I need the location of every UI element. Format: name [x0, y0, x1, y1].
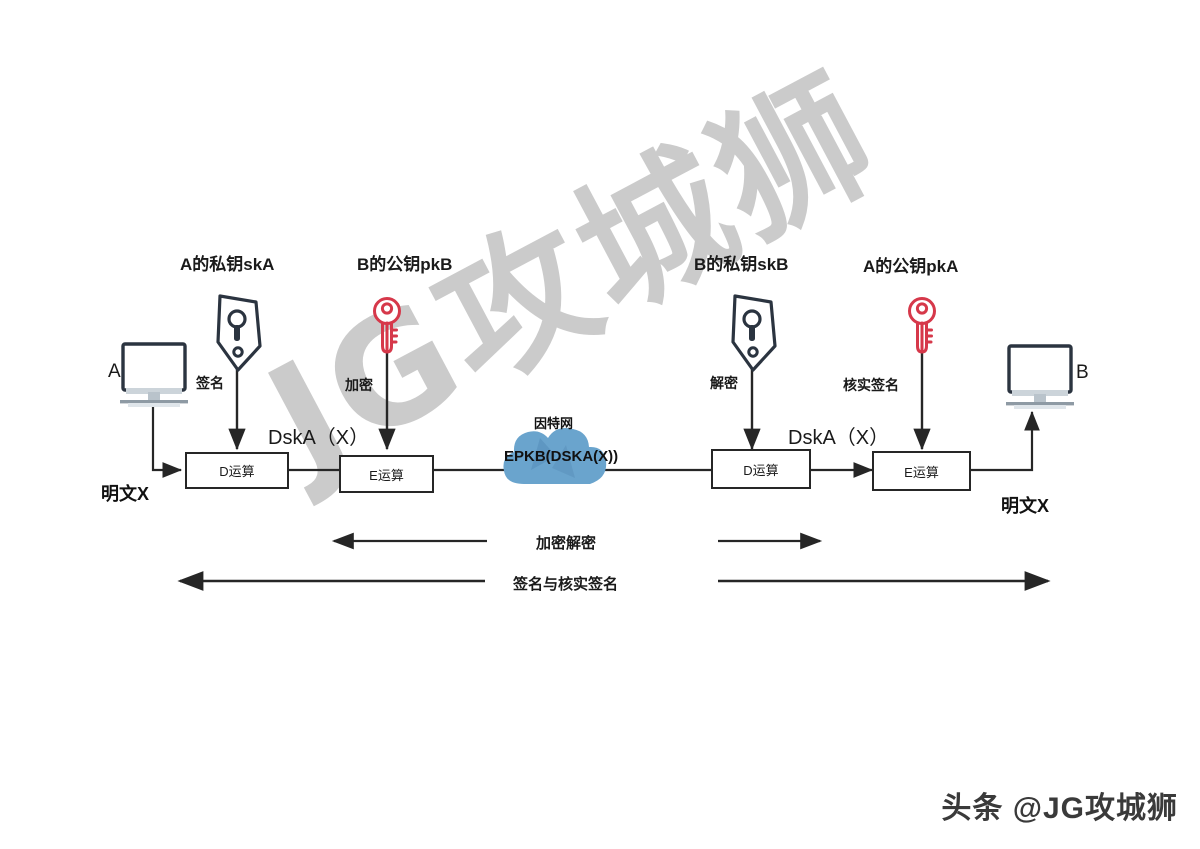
key-action-decrypt: 解密	[710, 375, 738, 391]
formula-right-signed: DskA（X）	[788, 427, 890, 449]
public-key-icon-pkA	[908, 297, 936, 354]
formula-left-signed: DskA（X）	[268, 427, 370, 449]
operation-box-e2-label: E运算	[904, 464, 939, 480]
endpoint-label-b: B	[1076, 362, 1089, 383]
operation-box-e1[interactable]: E运算	[339, 455, 434, 493]
internet-label: 因特网	[534, 416, 574, 431]
connector-sender-to-op1	[151, 400, 183, 478]
endpoint-label-a: A	[108, 361, 121, 382]
operation-box-d1[interactable]: D运算	[185, 452, 289, 489]
operation-box-d2-label: D运算	[743, 462, 779, 478]
key-title-pkB: B的公钥pkB	[357, 255, 453, 274]
internet-cloud-icon	[503, 428, 607, 484]
cloud-payload-label: EPKB(DSKA(X))	[504, 448, 619, 465]
operation-box-e2[interactable]: E运算	[872, 451, 971, 491]
connector-op4-to-receiver	[971, 410, 1040, 472]
operation-box-d1-label: D运算	[219, 464, 255, 479]
key-action-encrypt: 加密	[345, 377, 373, 393]
operation-box-d2[interactable]: D运算	[711, 449, 811, 489]
key-title-skA: A的私钥skA	[180, 255, 275, 274]
monitor-icon-receiver	[1006, 344, 1074, 409]
key-title-pkA: A的公钥pkA	[863, 257, 959, 276]
flow-label-sign-verify: 签名与核实签名	[513, 576, 619, 593]
public-key-icon-pkB	[373, 297, 401, 354]
plaintext-label-receiver: 明文X	[1001, 496, 1050, 516]
private-key-icon-skB	[731, 294, 777, 372]
key-action-verify: 核实签名	[843, 377, 899, 393]
key-title-skB: B的私钥skB	[694, 255, 789, 274]
monitor-icon-sender	[120, 342, 188, 407]
private-key-icon-skA	[216, 294, 262, 372]
plaintext-label-sender: 明文X	[101, 484, 150, 504]
key-action-sign: 签名	[196, 375, 224, 391]
operation-box-e1-label: E运算	[369, 467, 404, 483]
footer-watermark: 头条 @JG攻城狮	[941, 792, 1178, 825]
flow-label-encrypt-decrypt: 加密解密	[536, 535, 597, 552]
